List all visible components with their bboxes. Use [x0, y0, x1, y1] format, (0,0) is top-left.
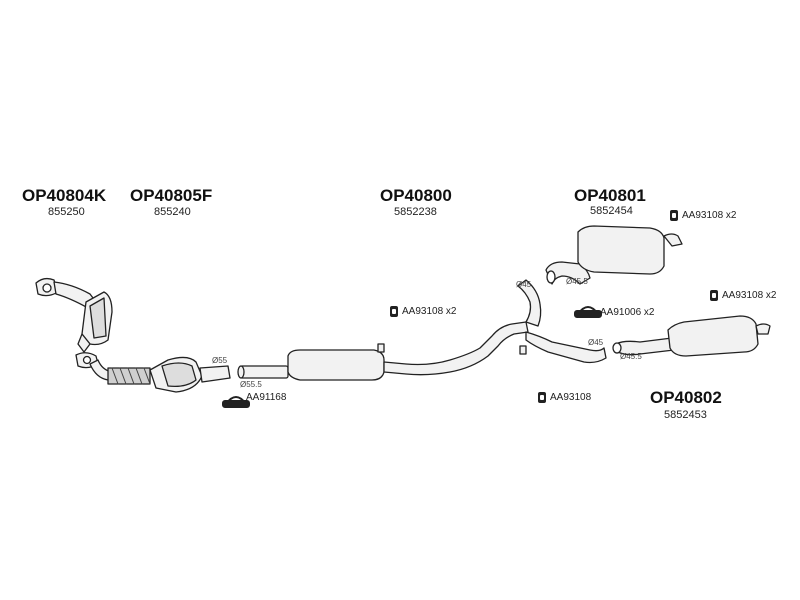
diameter-label: Ø45.5 [566, 277, 588, 286]
part-code-op40800: OP40800 [380, 186, 452, 205]
clamp-icon [538, 392, 546, 403]
catalyst-1 [77, 291, 113, 353]
rear-silencer-upper [545, 225, 683, 285]
gasket-ring-icon [222, 396, 250, 408]
part-number-855250: 855250 [48, 206, 85, 218]
part-number-5852238: 5852238 [394, 206, 437, 218]
part-code-op40801: OP40801 [574, 186, 646, 205]
accessory-label: AA93108 x2 [722, 290, 777, 301]
gasket-ring-icon [574, 306, 602, 318]
catalyst-2 [149, 356, 231, 393]
middle-silencer [287, 279, 607, 381]
accessory-aa93108-x2-middle: AA93108 x2 [390, 306, 457, 317]
clamp-icon [670, 210, 678, 221]
rear-silencer-lower [612, 315, 771, 357]
accessory-label: AA93108 x2 [682, 210, 737, 221]
connector-pipe [237, 365, 289, 379]
accessory-label: AA91006 x2 [600, 307, 655, 318]
part-code-op40804k: OP40804K [22, 186, 107, 205]
diameter-label: Ø55 [212, 356, 228, 365]
clamp-icon [710, 290, 718, 301]
flex-pipe [107, 367, 151, 385]
accessory-aa91006-x2: AA91006 x2 [600, 307, 655, 318]
diameter-label: Ø45.5 [620, 352, 642, 361]
part-number-5852453: 5852453 [664, 409, 707, 421]
accessory-aa93108-x2-upper: AA93108 x2 [670, 210, 737, 221]
diameter-label: Ø55.5 [240, 380, 262, 389]
part-number-855240: 855240 [154, 206, 191, 218]
accessory-label: AA93108 [550, 392, 592, 403]
diameter-label: Ø45 [588, 338, 604, 347]
accessory-aa93108-x2-right: AA93108 x2 [710, 290, 777, 301]
part-code-op40802: OP40802 [650, 388, 722, 407]
accessory-label: AA91168 [246, 392, 287, 403]
part-number-5852454: 5852454 [590, 205, 633, 217]
clamp-icon [390, 306, 398, 317]
accessory-aa93108: AA93108 [538, 392, 591, 403]
part-code-op40805f: OP40805F [130, 186, 213, 205]
diameter-label: Ø45 [516, 280, 532, 289]
accessory-label: AA93108 x2 [402, 306, 457, 317]
accessory-aa91168: AA91168 [246, 392, 286, 403]
